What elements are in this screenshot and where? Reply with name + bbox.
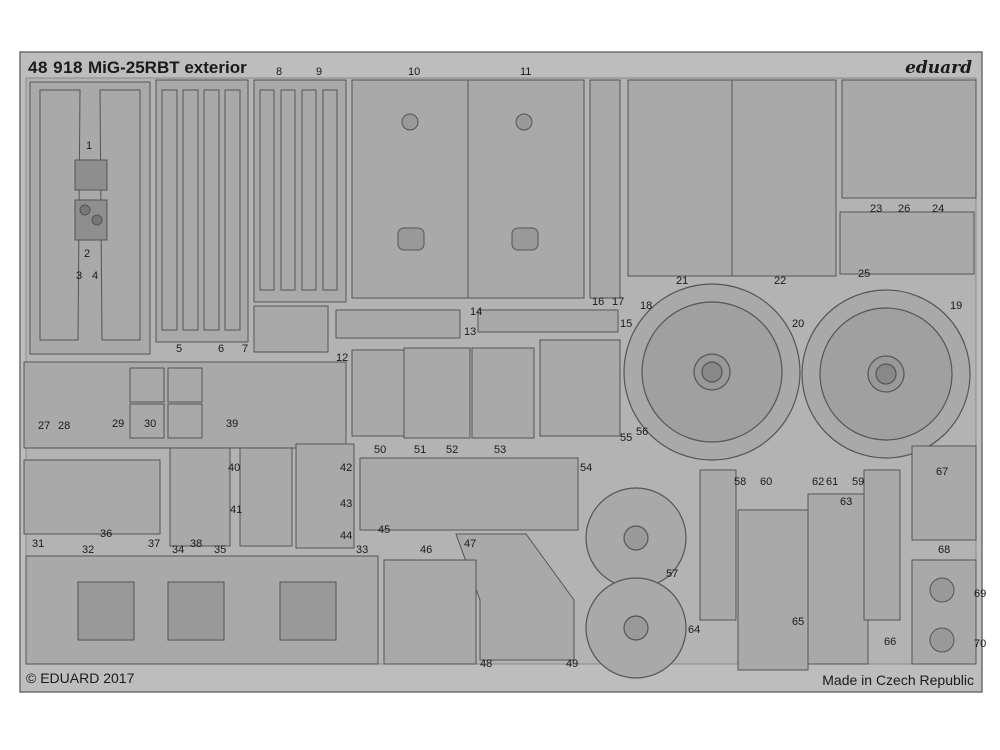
part-number-label: 55 — [620, 432, 633, 444]
part-number-label: 3 — [76, 270, 83, 282]
part-number-label: 51 — [414, 444, 427, 456]
part-number-label: 41 — [230, 504, 243, 516]
part-number-label: 68 — [938, 544, 951, 556]
part-number-label: 17 — [612, 296, 625, 308]
origin-text: Made in Czech Republic — [822, 672, 974, 688]
part-number-label: 2 — [84, 248, 91, 260]
part-number-label: 24 — [932, 203, 945, 215]
part-number-label: 7 — [242, 343, 249, 355]
part-number-label: 50 — [374, 444, 387, 456]
part-number-label: 52 — [446, 444, 459, 456]
part-number-label: 4 — [92, 270, 99, 282]
part-number-label: 34 — [172, 544, 185, 556]
part-number-label: 46 — [420, 544, 433, 556]
part-number-label: 20 — [792, 318, 805, 330]
part-number-label: 32 — [82, 544, 95, 556]
part-group-21-22 — [627, 79, 977, 277]
part-number-label: 13 — [464, 326, 477, 338]
part-number-label: 21 — [676, 275, 689, 287]
part-number-label: 28 — [58, 420, 71, 432]
part-number-label: 59 — [852, 476, 865, 488]
part-number-label: 35 — [214, 544, 227, 556]
part-number-label: 6 — [218, 343, 225, 355]
copyright-text: © EDUARD 2017 — [26, 670, 135, 686]
part-number-label: 48 — [480, 658, 493, 670]
part-number-label: 14 — [470, 306, 483, 318]
part-number-label: 29 — [112, 418, 125, 430]
part-number-label: 8 — [276, 66, 283, 78]
part-number-label: 54 — [580, 462, 593, 474]
part-number-label: 1 — [86, 140, 93, 152]
part-number-label: 58 — [734, 476, 747, 488]
part-number-label: 27 — [38, 420, 51, 432]
part-number-label: 36 — [100, 528, 113, 540]
part-number-label: 62 — [812, 476, 825, 488]
part-number-label: 67 — [936, 466, 949, 478]
brand-logo: eduard — [905, 58, 972, 78]
part-number-label: 31 — [32, 538, 45, 550]
part-number-label: 15 — [620, 318, 633, 330]
part-number-label: 18 — [640, 300, 653, 312]
part-number-label: 57 — [666, 568, 679, 580]
part-group-9-10 — [335, 79, 621, 339]
part-group-bays — [25, 555, 477, 665]
part-number-label: 61 — [826, 476, 839, 488]
part-number-label: 22 — [774, 275, 787, 287]
part-number-label: 19 — [950, 300, 963, 312]
part-number-label: 12 — [336, 352, 349, 364]
product-title: MiG-25RBT exterior — [88, 58, 247, 77]
part-number-label: 40 — [228, 462, 241, 474]
part-number-label: 70 — [974, 638, 987, 650]
part-number-label: 49 — [566, 658, 579, 670]
part-group-wheels — [585, 283, 971, 679]
part-number-label: 63 — [840, 496, 853, 508]
part-number-label: 33 — [356, 544, 369, 556]
part-number-label: 11 — [520, 66, 532, 78]
part-number-label: 5 — [176, 343, 183, 355]
part-number-label: 47 — [464, 538, 477, 550]
part-number-label: 64 — [688, 624, 701, 636]
part-number-label: 53 — [494, 444, 507, 456]
part-number-label: 10 — [408, 66, 421, 78]
part-number-label: 16 — [592, 296, 605, 308]
part-number-label: 23 — [870, 203, 883, 215]
part-group-lower-center — [359, 445, 977, 671]
part-number-label: 43 — [340, 498, 353, 510]
part-number-label: 66 — [884, 636, 897, 648]
part-number-label: 26 — [898, 203, 911, 215]
part-group-mid-row — [23, 339, 621, 549]
part-number-label: 60 — [760, 476, 773, 488]
part-number-label: 44 — [340, 530, 353, 542]
part-number-label: 37 — [148, 538, 161, 550]
part-group-5-8 — [155, 79, 347, 353]
product-code: 48 918 — [28, 58, 83, 77]
part-number-label: 9 — [316, 66, 323, 78]
part-number-label: 25 — [858, 268, 871, 280]
part-group-1-4 — [29, 81, 151, 355]
part-number-label: 39 — [226, 418, 239, 430]
part-number-label: 56 — [636, 426, 649, 438]
part-number-label: 42 — [340, 462, 353, 474]
part-number-label: 69 — [974, 588, 987, 600]
part-number-label: 38 — [190, 538, 203, 550]
part-number-label: 65 — [792, 616, 805, 628]
part-number-label: 45 — [378, 524, 391, 536]
part-number-label: 30 — [144, 418, 157, 430]
